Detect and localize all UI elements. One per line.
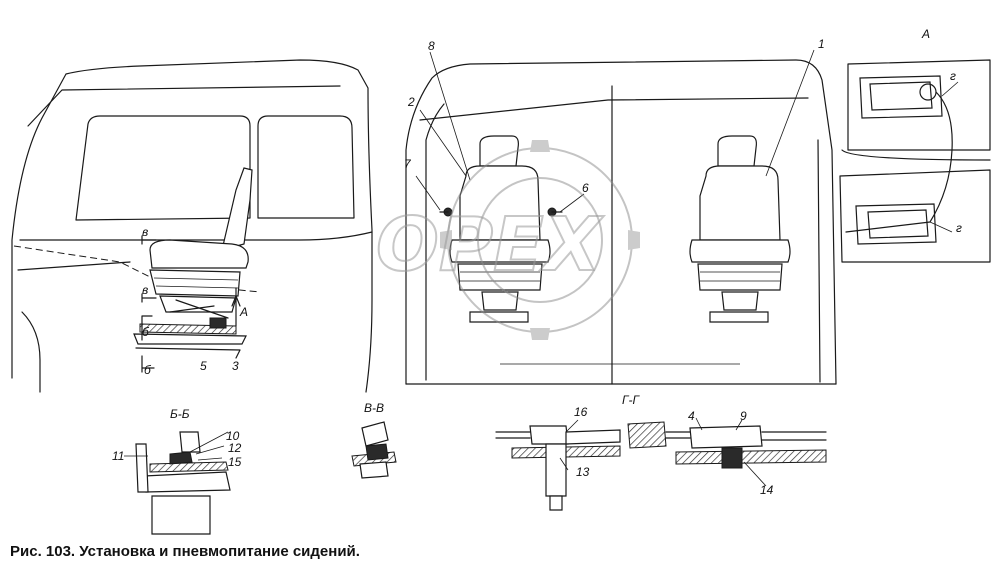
section-v-v-label: В-В	[364, 401, 384, 415]
section-b-b	[124, 431, 231, 535]
section-g-g	[495, 417, 827, 511]
cab-side-view	[11, 59, 373, 393]
callout-12: 12	[228, 441, 242, 455]
view-a-detail	[839, 59, 991, 263]
callout-16: 16	[574, 405, 588, 419]
view-a-label: А	[921, 27, 930, 41]
callout-2: 2	[407, 95, 415, 109]
callout-4: 4	[688, 409, 695, 423]
mark-v-1: в	[142, 225, 148, 239]
driver-seat-rear	[689, 135, 791, 323]
section-v-v	[351, 421, 397, 479]
mark-v-2: в	[142, 283, 148, 297]
figure-caption: Рис. 103. Установка и пневмопитание сиде…	[10, 543, 360, 560]
watermark-logo	[440, 140, 640, 340]
section-g-g-label: Г-Г	[622, 393, 641, 407]
callout-9: 9	[740, 409, 747, 423]
callout-14: 14	[760, 483, 774, 497]
callout-10: 10	[226, 429, 240, 443]
section-b-b-label: Б-Б	[170, 407, 190, 421]
mark-g-1: г	[950, 69, 956, 83]
callout-13: 13	[576, 465, 590, 479]
arrow-a-label: А	[239, 305, 248, 319]
callout-8: 8	[428, 39, 435, 53]
mark-b-1: б	[142, 325, 150, 339]
driver-seat-side	[133, 167, 253, 359]
cab-rear-interior: OPEX	[375, 49, 837, 385]
callout-15: 15	[228, 455, 242, 469]
callout-6: 6	[582, 181, 589, 195]
mark-b-2: б	[144, 363, 152, 377]
callout-11: 11	[112, 449, 124, 463]
passenger-seat	[439, 135, 563, 323]
callout-7: 7	[404, 157, 412, 171]
callout-3: 3	[232, 359, 239, 373]
callout-1: 1	[818, 37, 825, 51]
watermark-text: OPEX	[376, 202, 605, 288]
mark-g-2: г	[956, 221, 962, 235]
callout-5: 5	[200, 359, 207, 373]
